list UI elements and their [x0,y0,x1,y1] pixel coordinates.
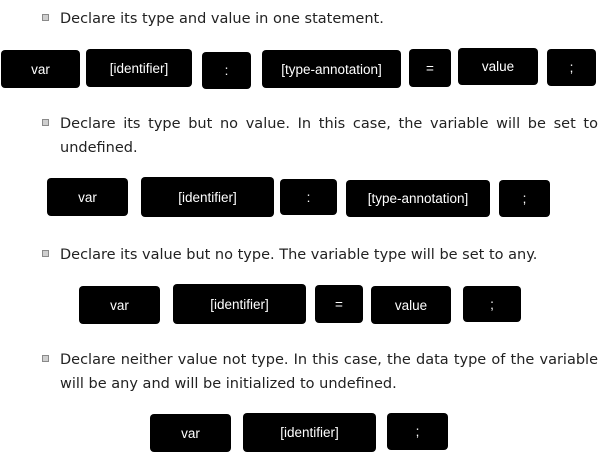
token-semicolon: ; [499,180,550,217]
token-identifier: [identifier] [173,284,306,324]
token-semicolon: ; [463,286,521,322]
token-type-annotation: [type-annotation] [346,180,490,217]
bullet-icon [42,119,49,126]
case-3-description: Declare its value but no type. The varia… [60,247,538,263]
token-var: var [79,286,160,324]
token-equals: = [409,49,451,87]
token-equals: = [315,285,363,323]
token-identifier: [identifier] [86,49,192,87]
token-colon: : [202,52,251,89]
token-colon: : [280,179,337,215]
bullet-icon [42,250,49,257]
case-1-description: Declare its type and value in one statem… [60,11,384,27]
token-identifier: [identifier] [141,177,274,217]
token-semicolon: ; [547,49,596,86]
token-var: var [150,414,231,452]
token-type-annotation: [type-annotation] [262,50,401,88]
token-value: value [458,48,538,85]
token-var: var [47,178,128,216]
token-value: value [371,286,451,324]
token-var: var [1,50,80,88]
token-semicolon: ; [387,413,448,450]
token-identifier: [identifier] [243,413,376,452]
case-2-description: Declare its type but no value. In this c… [60,116,598,156]
bullet-icon [42,355,49,362]
bullet-icon [42,14,49,21]
case-4-description: Declare neither value not type. In this … [60,352,598,392]
